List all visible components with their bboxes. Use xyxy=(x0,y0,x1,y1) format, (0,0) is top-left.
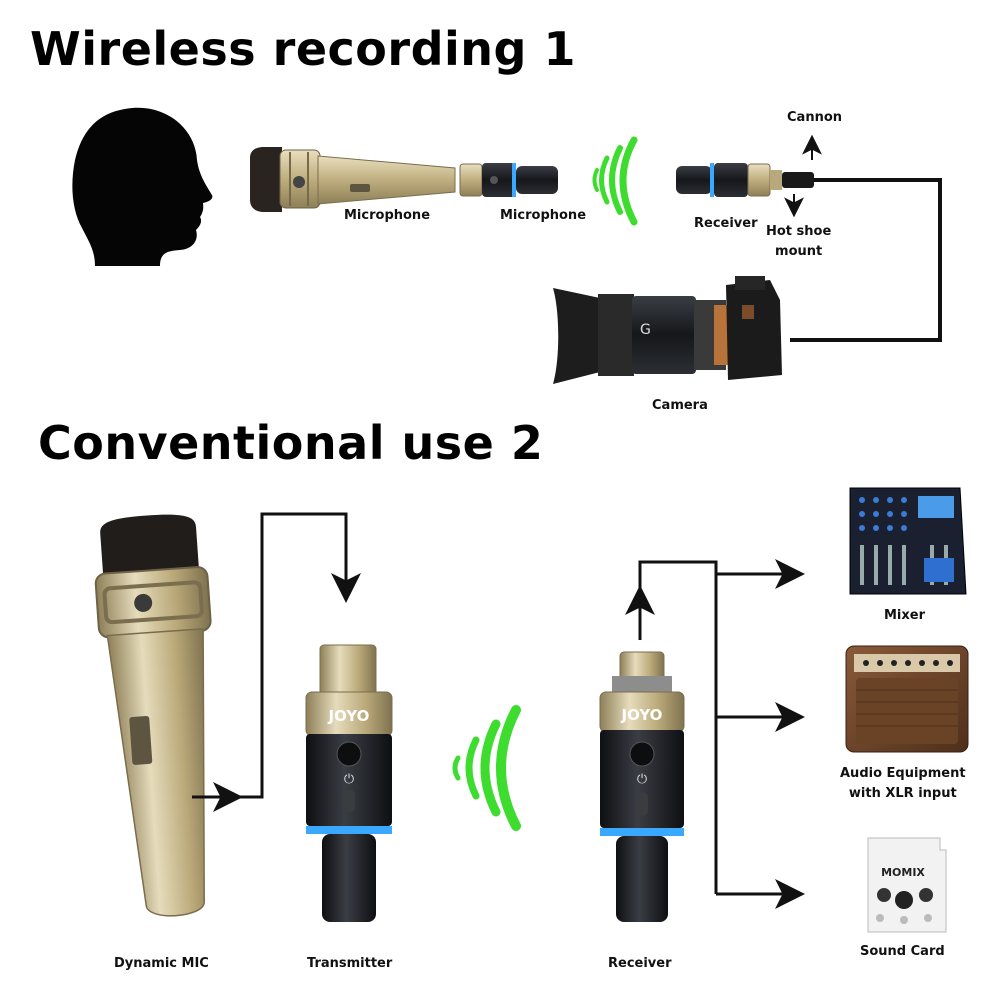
mixer-icon xyxy=(849,487,967,595)
receiver-horizontal-icon xyxy=(676,163,814,197)
dynamic-mic-label: Dynamic MIC xyxy=(114,956,209,971)
audio-equipment-label: Audio Equipment with XLR input xyxy=(840,764,966,804)
transmitter-horizontal-icon xyxy=(459,163,558,197)
svg-text:⏻: ⏻ xyxy=(637,772,647,787)
transmitter-device-icon: JOYO ⏻ xyxy=(305,644,393,922)
soundcard-brand: MOMIX xyxy=(881,866,925,879)
dynamic-mic-icon xyxy=(94,514,212,917)
receiver-label-1: Receiver xyxy=(694,216,758,231)
section2-title: Conventional use 2 xyxy=(38,416,544,470)
sound-card-label: Sound Card xyxy=(860,944,945,959)
sound-card-icon: MOMIX xyxy=(867,837,947,933)
section1-title: Wireless recording 1 xyxy=(30,22,576,76)
transmitter-mic-label: Microphone xyxy=(500,208,587,223)
camera-label: Camera xyxy=(652,398,708,413)
hotshoe-label: Hot shoe mount xyxy=(766,222,831,262)
receiver-device-icon: JOYO ⏻ xyxy=(599,651,685,922)
camera-icon: G xyxy=(553,276,782,384)
audio-amplifier-icon xyxy=(845,645,969,753)
audio-label-line2: with XLR input xyxy=(848,786,957,801)
svg-text:⏻: ⏻ xyxy=(344,772,354,787)
hotshoe-label-line2: mount xyxy=(775,244,823,259)
transmitter-label: Transmitter xyxy=(307,956,393,971)
transmitter-brand: JOYO xyxy=(328,707,370,725)
microphone-label: Microphone xyxy=(344,208,431,223)
hotshoe-label-line1: Hot shoe xyxy=(766,224,832,239)
camera-cable xyxy=(790,178,942,342)
wireless-signal-icon xyxy=(452,705,521,831)
receiver-brand: JOYO xyxy=(621,706,663,724)
microphone-handheld-icon xyxy=(250,147,456,212)
mixer-label: Mixer xyxy=(884,608,926,623)
receiver-label-2: Receiver xyxy=(608,956,672,971)
audio-label-line1: Audio Equipment xyxy=(840,766,966,781)
svg-text:G: G xyxy=(640,322,651,338)
wireless-signal-icon xyxy=(592,136,638,226)
cannon-label: Cannon xyxy=(787,110,843,125)
head-silhouette-icon xyxy=(72,107,213,266)
